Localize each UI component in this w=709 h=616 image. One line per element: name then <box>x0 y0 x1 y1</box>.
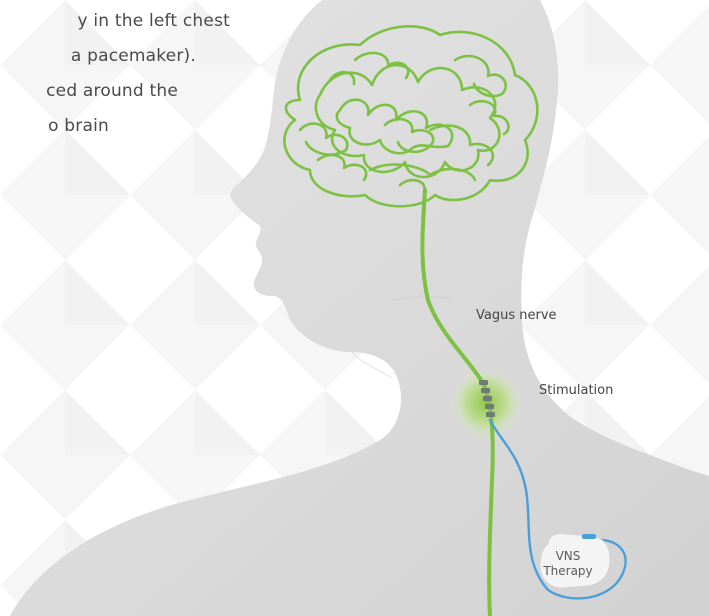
intro-line: o brain <box>48 116 109 136</box>
vns-label-line1: VNS <box>540 549 596 564</box>
intro-line: a pacemaker). <box>71 46 196 66</box>
stimulation-label: Stimulation <box>539 383 613 398</box>
intro-line: ced around the <box>46 81 178 101</box>
stimulation-glow <box>450 367 522 439</box>
vagus-nerve-label: Vagus nerve <box>476 308 557 323</box>
intro-line: y in the left chest <box>77 11 230 31</box>
vns-therapy-label: VNS Therapy <box>540 549 596 579</box>
vns-label-line2: Therapy <box>540 564 596 579</box>
